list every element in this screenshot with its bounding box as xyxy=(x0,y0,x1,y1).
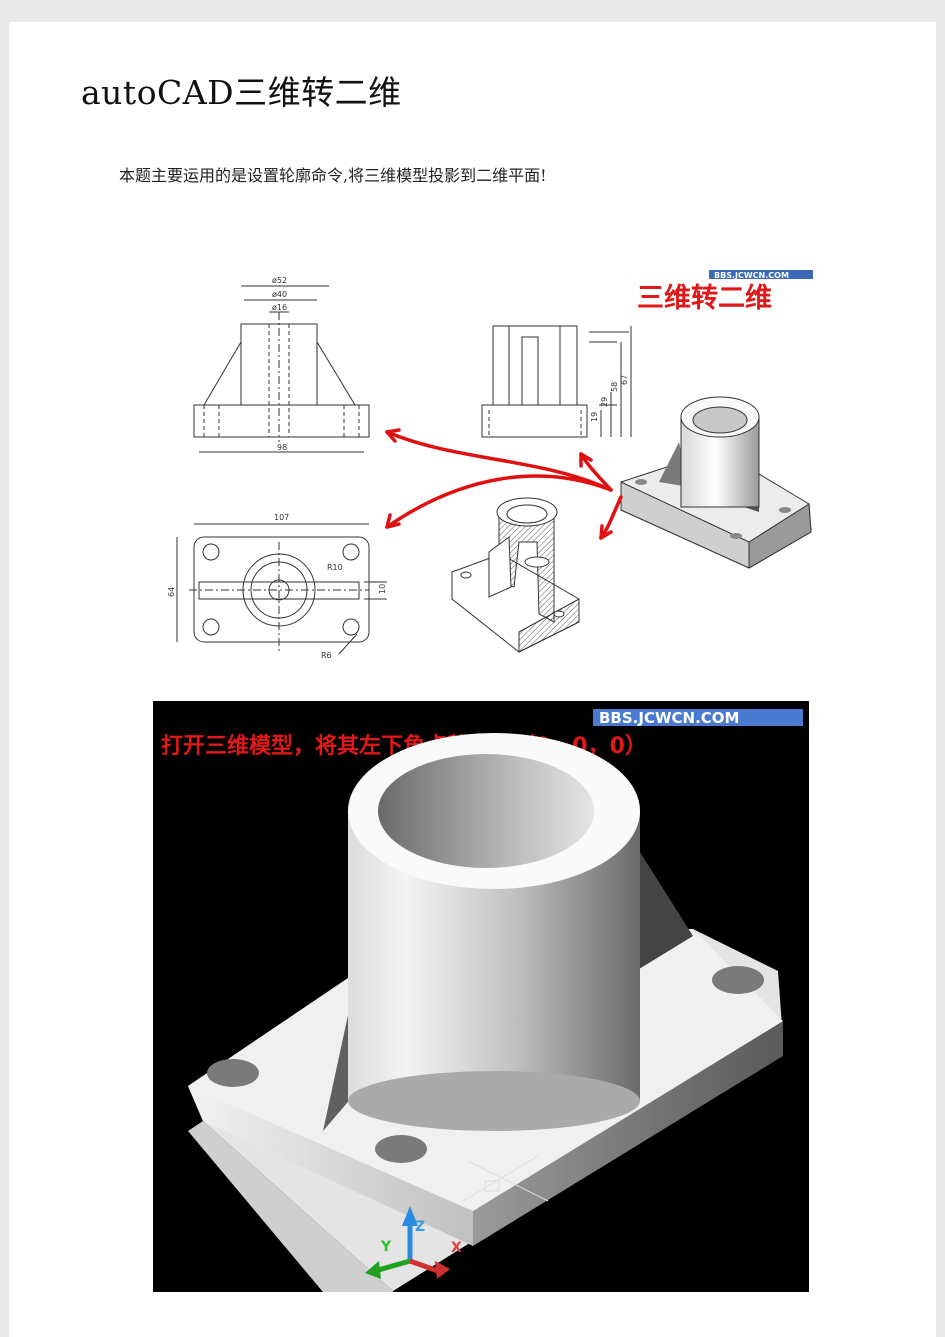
document-title: autoCAD三维转二维 xyxy=(81,73,402,112)
front-view xyxy=(193,285,370,453)
dim-10: 10 xyxy=(378,584,387,594)
watermark-badge xyxy=(709,270,813,279)
model-section-view xyxy=(451,497,580,653)
axis-y-label: Y xyxy=(380,1239,392,1255)
watermark-text: BBS.JCWCN.COM xyxy=(599,709,739,727)
dim-58: 58 xyxy=(610,382,619,392)
red-arrows xyxy=(385,428,623,540)
top-view xyxy=(176,523,387,655)
watermark-text: BBS.JCWCN.COM xyxy=(714,271,789,280)
axis-tripod-icon: Z Y X xyxy=(365,1206,462,1279)
dim-98: 98 xyxy=(277,443,287,452)
ucs-crosshair xyxy=(462,1155,549,1202)
dim-67: 67 xyxy=(620,375,629,385)
dim-64: 64 xyxy=(167,587,176,597)
dim-r10: R10 xyxy=(327,563,343,572)
side-view xyxy=(481,325,632,438)
dim-29: 29 xyxy=(600,397,609,407)
dim-d52: ø52 xyxy=(272,276,287,285)
figure-3d-model-viewport: BBS.JCWCN.COM 打开三维模型，将其左下角点移动到（0，0，0） xyxy=(153,701,809,1292)
intro-paragraph: 本题主要运用的是设置轮廓命令,将三维模型投影到二维平面! xyxy=(119,166,547,185)
dim-d40: ø40 xyxy=(272,290,287,299)
document-page: autoCAD三维转二维 本题主要运用的是设置轮廓命令,将三维模型投影到二维平面… xyxy=(9,22,936,1337)
dim-r6: R6 xyxy=(321,651,332,660)
figure-drawing-views: ø52 ø40 ø16 98 19 29 58 67 xyxy=(167,270,813,660)
dim-19: 19 xyxy=(590,412,599,422)
watermark-badge xyxy=(593,709,803,726)
model-3d-solid xyxy=(620,396,812,569)
axis-z-label: Z xyxy=(415,1219,425,1235)
dim-d16: ø16 xyxy=(272,303,287,312)
dim-107: 107 xyxy=(274,513,289,522)
axis-x-label: X xyxy=(451,1240,462,1256)
figure1-caption: 三维转二维 xyxy=(637,283,772,314)
model-cylinder xyxy=(348,733,640,1131)
